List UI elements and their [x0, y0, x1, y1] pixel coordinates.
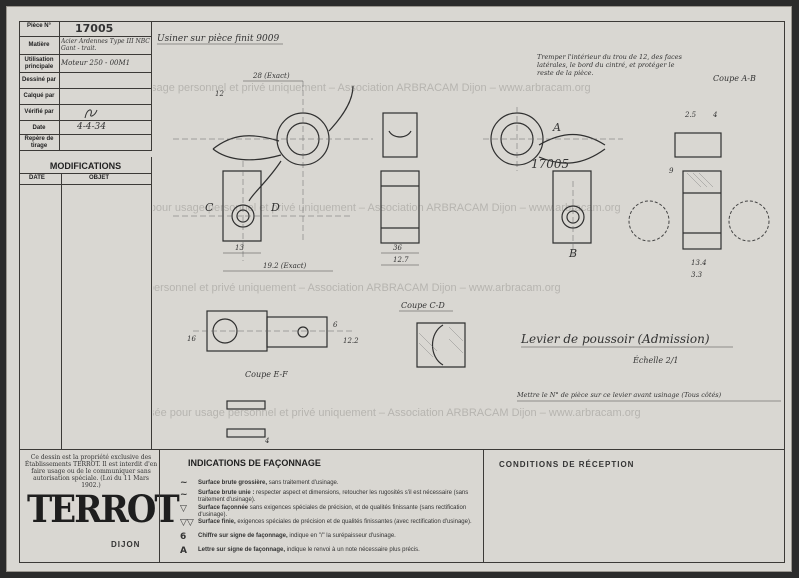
dim-label: 4 [264, 437, 269, 445]
legal-notice: Ce dessin est la propriété exclusive des… [24, 454, 158, 489]
title-block: Pièce N° 17005 Matière Acier Ardennes Ty… [19, 21, 152, 151]
dim-label: 16 [187, 335, 196, 343]
row-usage: Utilisation principale Moteur 250 - 00M1 [19, 55, 152, 73]
part-title: Levier de poussoir (Admission) [520, 332, 710, 346]
row-traced-by: Calqué par [19, 89, 152, 105]
watermark-text: Reproduction autorisée pour usage person… [153, 282, 561, 294]
dim-label: 12.7 [393, 256, 409, 264]
dim-label: 12.2 [343, 337, 359, 345]
company-logo: TERROT DIJON [25, 488, 180, 558]
part-marking-note: Mettre le N° de pièce sur ce levier avan… [516, 391, 722, 399]
footer-block: Ce dessin est la propriété exclusive des… [19, 449, 785, 563]
indication-item: Surface finie, exigences spéciales de pr… [198, 519, 472, 525]
indication-item: Surface brute unie : respecter aspect et… [198, 490, 469, 503]
indication-symbol: ▽ [180, 504, 187, 514]
piece-number-value: 17005 [75, 22, 114, 35]
material-value: Acier Ardennes Type III NBC Gant - trait… [61, 38, 150, 52]
label-drawn-by: Dessiné par [21, 77, 57, 83]
section-ab-view [674, 132, 722, 250]
indication-symbol: ~ [180, 478, 188, 488]
dim-label: 13 [235, 244, 244, 252]
dim-label: 13.4 [691, 259, 707, 267]
row-date: Date 4-4-34 [19, 121, 152, 135]
lever-side-view [380, 112, 420, 244]
section-letter-d: D [270, 201, 280, 214]
dim-label: 2.5 [684, 111, 697, 119]
indication-item: Surface façonnée sans exigences spéciale… [198, 505, 467, 518]
label-piece-number: Pièce N° [26, 23, 52, 29]
dim-label: 28 (Exact) [252, 72, 290, 80]
modifications-title: MODIFICATIONS [49, 161, 122, 171]
dim-label: 9 [669, 167, 674, 175]
label-print-ref: Repère de tirage [24, 136, 54, 149]
row-checked-by: Vérifié par [19, 105, 152, 121]
date-value: 4-4-34 [77, 122, 106, 132]
indication-symbol: ~ [180, 490, 188, 500]
indication-item: Lettre sur signe de façonnage, indique l… [198, 547, 420, 553]
label-date: Date [32, 125, 46, 131]
drawing-scale: Échelle 2/1 [632, 356, 678, 365]
dim-label: 19.2 (Exact) [263, 262, 307, 270]
usage-value: Moteur 250 - 00M1 [61, 59, 131, 67]
section-cd-view [416, 322, 466, 368]
reception-conditions-title: CONDITIONS DE RÉCEPTION [499, 460, 635, 469]
indication-item: Chiffre sur signe de façonnage, indique … [198, 533, 396, 539]
section-letter-a: A [552, 121, 561, 134]
modifications-block: MODIFICATIONS DATE OBJET [19, 157, 152, 449]
modifications-col-date: DATE [29, 175, 45, 181]
lever-rear-view [490, 112, 606, 244]
dim-label: 12 [215, 90, 224, 98]
label-usage: Utilisation principale [24, 57, 54, 70]
indication-symbol: A [180, 546, 187, 556]
drawing-sheet: Pièce N° 17005 Matière Acier Ardennes Ty… [0, 6, 792, 572]
label-traced-by: Calqué par [23, 93, 55, 99]
logo-city: DIJON [111, 540, 141, 549]
label-material: Matière [28, 42, 50, 48]
technical-drawing: Reproduction autorisée pour usage person… [0, 33, 781, 445]
logo-text: TERROT [27, 488, 180, 532]
section-letter-b: B [568, 247, 577, 260]
machining-indications: INDICATIONS DE FAÇONNAGE ~ Surface brute… [159, 450, 484, 562]
label-checked-by: Vérifié par [24, 109, 54, 115]
dim-label: 4 [712, 111, 717, 119]
part-number-mark: 17005 [531, 157, 569, 171]
dim-label: 6 [333, 321, 338, 329]
header-note: Usiner sur pièce finit 9009 [157, 33, 279, 44]
indication-item: Surface brute grossière, sans traitement… [198, 480, 339, 486]
section-letter-c: C [205, 201, 214, 214]
watermark-text: Reproduction autorisée pour usage person… [153, 407, 641, 419]
section-cd-title: Coupe C-D [401, 301, 445, 310]
dim-label: 36 [393, 244, 402, 252]
row-drawn-by: Dessiné par [19, 73, 152, 89]
hardening-note: Tremper l'intérieur du trou de 12, des f… [537, 53, 682, 77]
row-print-ref: Repère de tirage [19, 135, 152, 151]
drawing-frame [19, 21, 785, 563]
lever-front-view [212, 85, 354, 242]
indication-symbol: 6 [180, 532, 187, 542]
section-ab-title: Coupe A-B [713, 74, 756, 83]
row-piece-number: Pièce N° 17005 [19, 21, 152, 37]
modifications-header: DATE OBJET [19, 173, 152, 185]
section-ef-title: Coupe E-F [245, 370, 288, 379]
indications-title: INDICATIONS DE FAÇONNAGE [188, 458, 321, 468]
watermark-text: Reproduction autorisée pour usage person… [153, 202, 621, 214]
technical-drawing-area: Reproduction autorisée pour usage person… [0, 21, 785, 451]
dim-label: 3.3 [691, 271, 703, 279]
row-material: Matière Acier Ardennes Type III NBC Gant… [19, 37, 152, 55]
checker-initials-mark [84, 109, 98, 119]
indication-symbol: ▽▽ [180, 518, 194, 528]
modifications-col-objet: OBJET [89, 175, 110, 181]
